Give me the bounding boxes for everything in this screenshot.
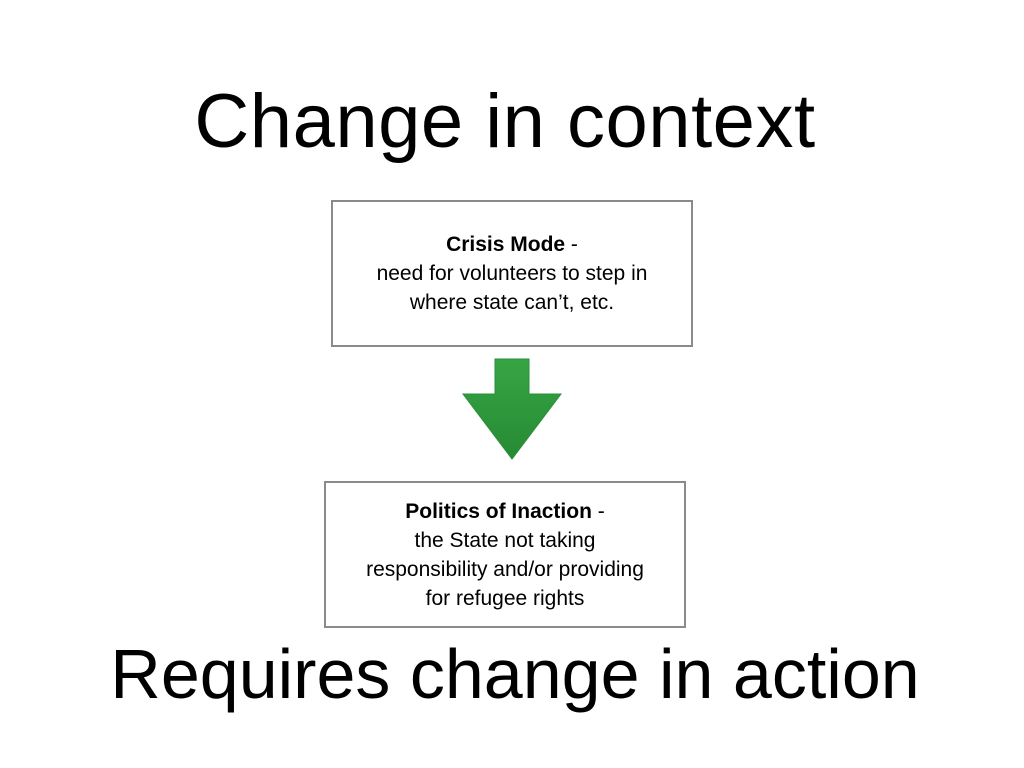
politics-separator: - [591,499,605,523]
crisis-mode-box: Crisis Mode - need for volunteers to ste… [331,200,693,347]
politics-line: for refugee rights [425,586,585,610]
crisis-mode-line: where state can’t, etc. [409,291,615,314]
crisis-mode-heading: Crisis Mode [446,233,566,256]
politics-heading: Politics of Inaction [405,499,592,523]
down-arrow-icon [461,358,563,460]
down-arrow-shape [461,358,563,460]
politics-heading-line: Politics of Inaction - [405,497,605,526]
crisis-mode-separator: - [565,233,578,256]
crisis-mode-line: need for volunteers to step in [376,262,648,285]
politics-of-inaction-box: Politics of Inaction - the State not tak… [324,481,686,628]
politics-line: responsibility and/or providing [366,557,644,581]
politics-line: the State not taking [414,528,596,552]
crisis-mode-heading-line: Crisis Mode - [446,230,578,259]
slide-title: Change in context [194,79,816,164]
conclusion-text: Requires change in action [110,635,920,713]
